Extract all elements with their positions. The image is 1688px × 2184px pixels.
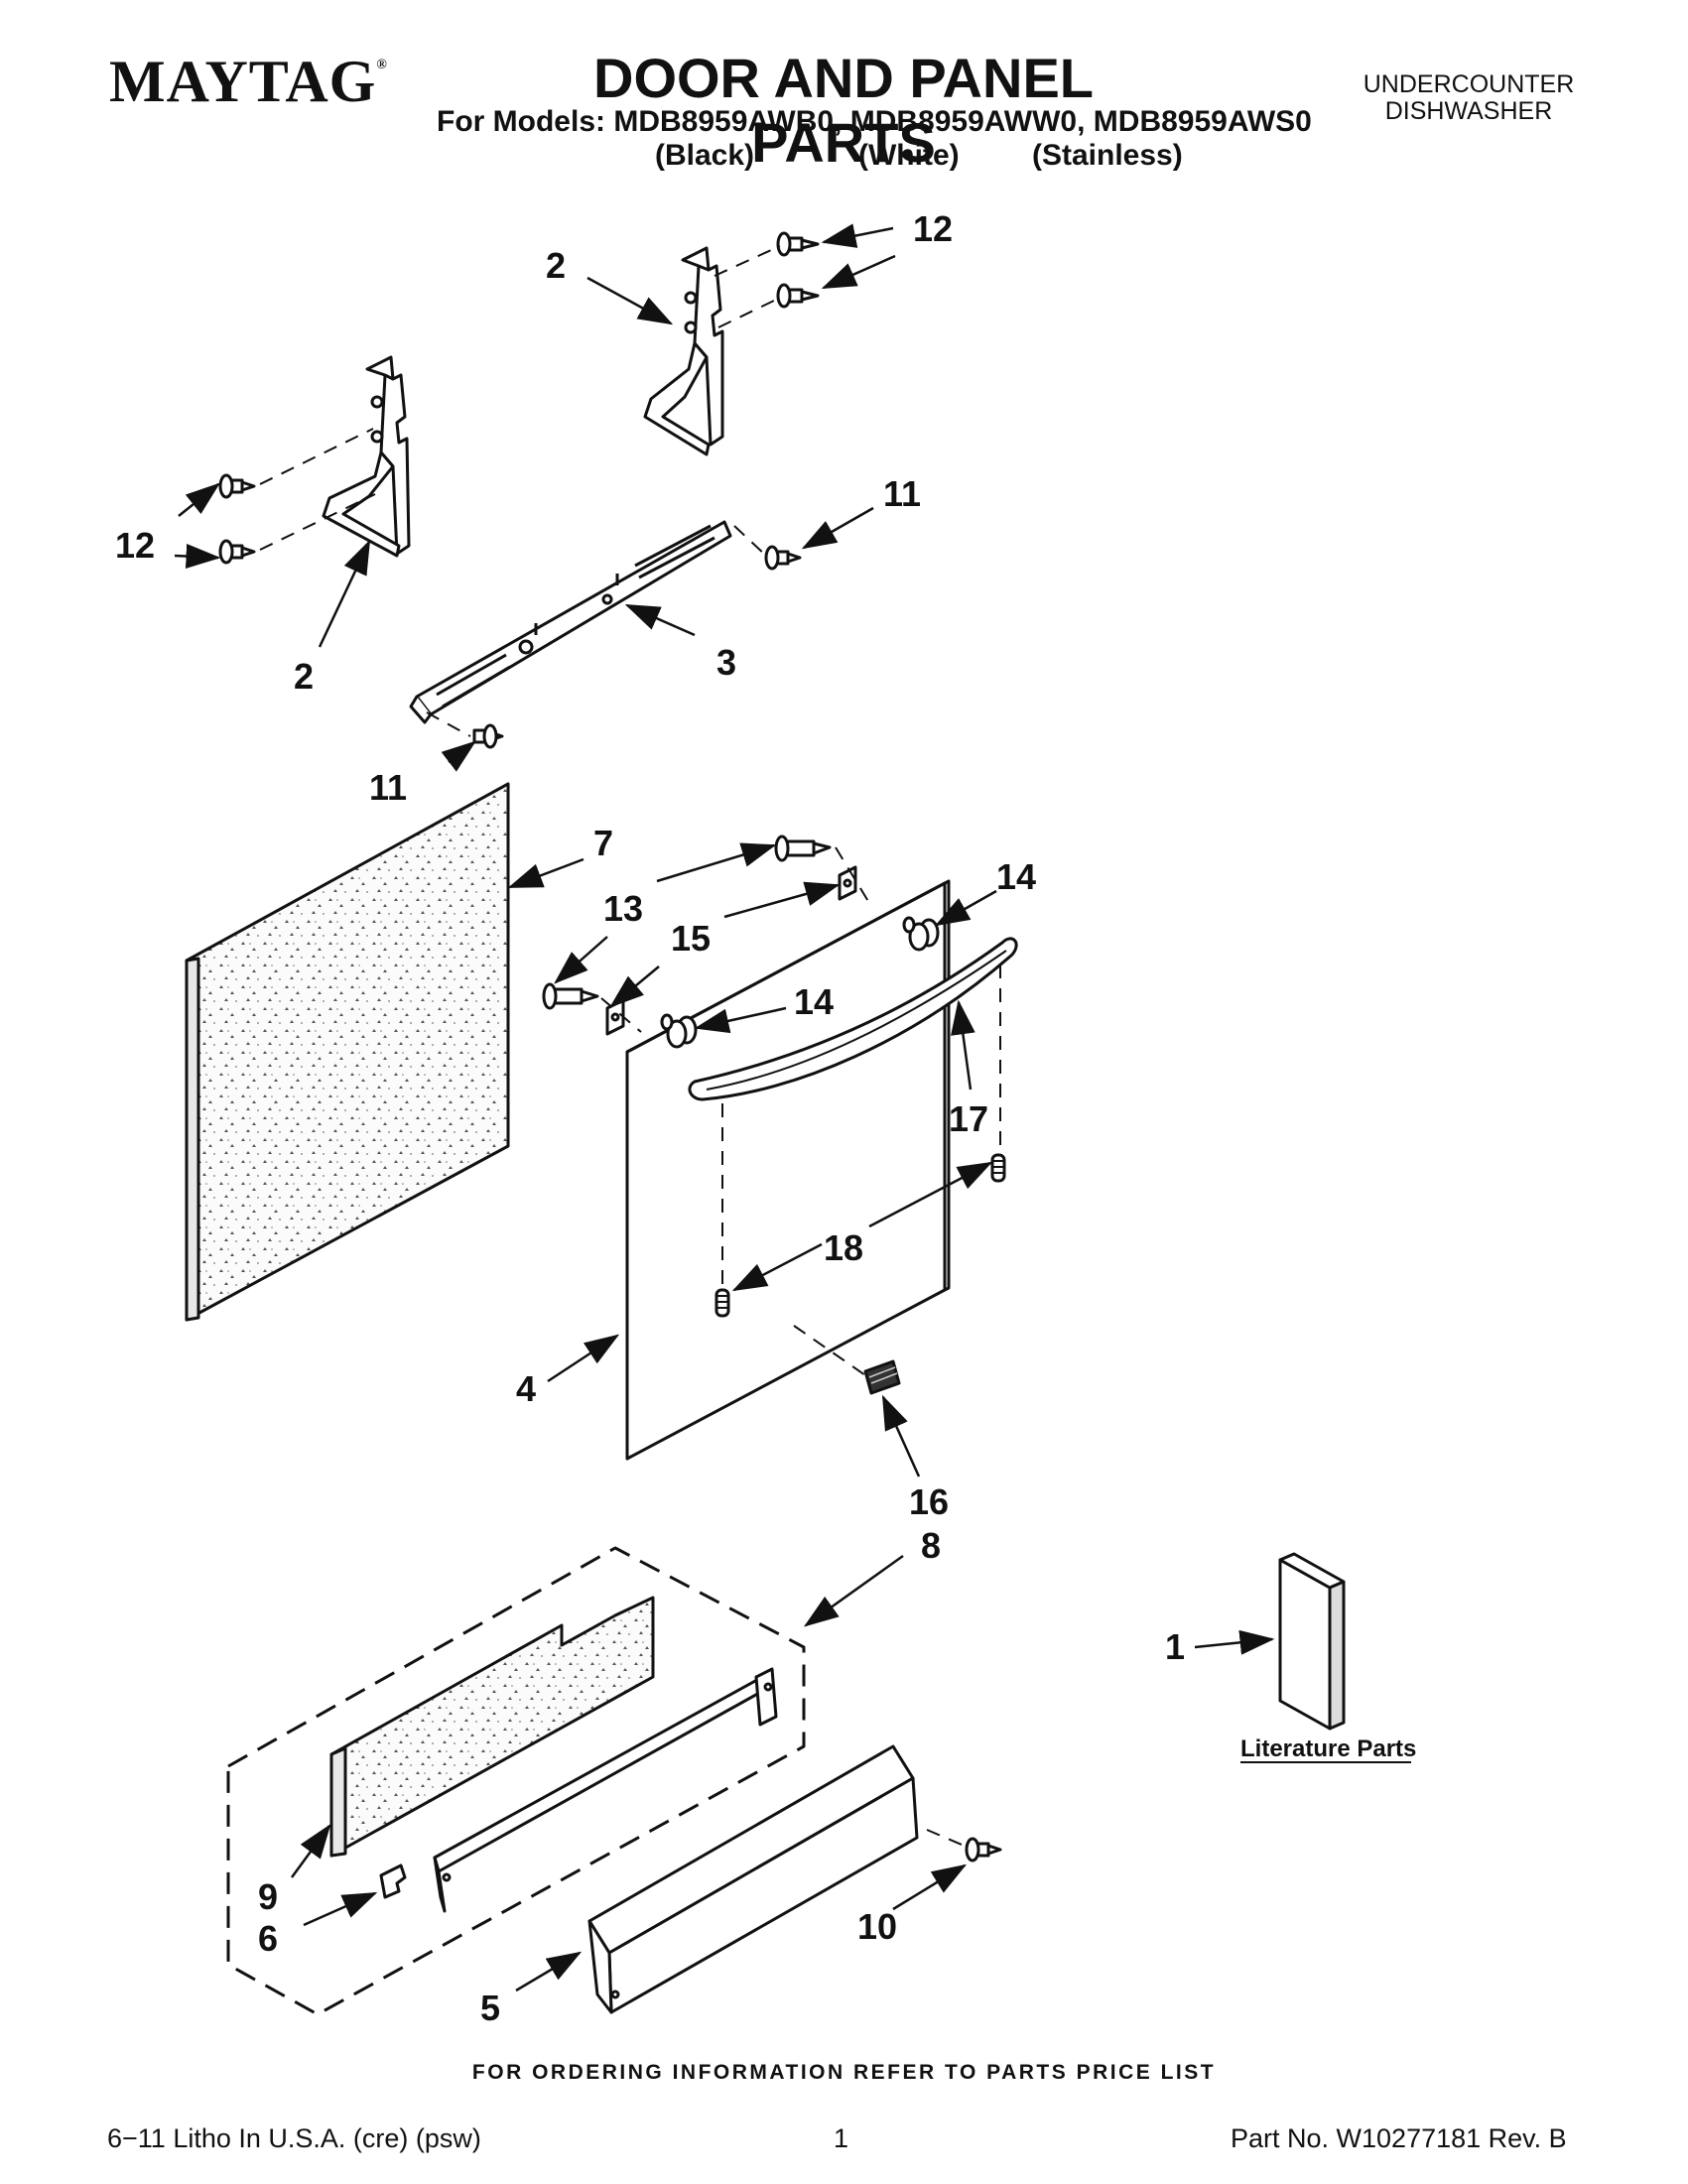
literature-parts-label: Literature Parts <box>1240 1735 1416 1762</box>
callout-16: 16 <box>909 1481 949 1522</box>
handle-standoff-right <box>902 916 940 952</box>
callout-4: 4 <box>516 1368 536 1409</box>
callout-15: 15 <box>671 918 711 959</box>
callout-7: 7 <box>593 823 613 863</box>
insert-18-left <box>714 1288 730 1318</box>
hinge-bracket-right <box>643 246 724 456</box>
litho-info: 6−11 Litho In U.S.A. (cre) (psw) <box>107 2123 481 2153</box>
screw-12-c <box>218 473 256 499</box>
door-badge <box>863 1359 901 1395</box>
variant-stainless: (Stainless) <box>1032 139 1183 172</box>
callout-12-top: 12 <box>913 208 953 249</box>
insert-18-right <box>990 1153 1006 1183</box>
callout-3: 3 <box>716 642 736 683</box>
callout-5: 5 <box>480 1988 500 2028</box>
callout-11-bottom: 11 <box>369 767 407 808</box>
toe-panel-clip <box>379 1863 407 1899</box>
screw-11-upper <box>764 545 802 571</box>
callout-18: 18 <box>824 1227 863 1268</box>
access-panel <box>587 1744 919 2014</box>
page-title: DOOR AND PANEL PARTS <box>593 47 1094 174</box>
brand-name: MAYTAG <box>109 49 377 114</box>
callout-14-left: 14 <box>794 981 834 1022</box>
door-panel <box>625 879 951 1461</box>
unit-type: UNDERCOUNTER DISHWASHER <box>1340 71 1598 125</box>
part-number: Part No. W10277181 Rev. B <box>1231 2123 1567 2153</box>
callout-8: 8 <box>921 1525 941 1566</box>
callout-2-top: 2 <box>546 245 566 286</box>
models-line: For Models: MDB8959AWB0, MDB8959AWW0, MD… <box>437 105 1312 138</box>
callout-14-right: 14 <box>996 856 1036 897</box>
callout-9: 9 <box>258 1876 278 1917</box>
callout-12-left: 12 <box>115 525 155 566</box>
alignment-lines <box>259 245 1001 1849</box>
registered-mark: ® <box>376 58 388 72</box>
callout-labels: 12 2 12 2 11 3 11 7 13 15 14 14 17 18 4 … <box>115 208 1185 2028</box>
screw-12-a <box>776 231 820 257</box>
screw-11-lower <box>472 723 504 749</box>
screw-12-d <box>218 539 256 565</box>
literature-booklet <box>1278 1552 1346 1731</box>
callout-6: 6 <box>258 1918 278 1959</box>
callout-11-top: 11 <box>883 473 921 514</box>
callout-13: 13 <box>603 888 643 929</box>
unit-type-line-1: UNDERCOUNTER <box>1363 70 1575 98</box>
unit-type-line-2: DISHWASHER <box>1384 97 1553 125</box>
door-insulation-panel <box>185 782 510 1322</box>
toe-panel-bracket <box>433 1667 778 1913</box>
callout-1: 1 <box>1165 1626 1185 1667</box>
mounting-rail <box>409 520 732 724</box>
variant-black: (Black) <box>655 139 755 172</box>
hinge-bracket-left <box>322 355 411 558</box>
screw-13-lower <box>542 982 599 1010</box>
callout-17: 17 <box>949 1098 988 1139</box>
ordering-note: FOR ORDERING INFORMATION REFER TO PARTS … <box>471 2061 1217 2084</box>
screw-10 <box>965 1837 1002 1863</box>
screw-13-upper <box>774 835 832 862</box>
toe-panel-assembly-outline <box>226 1546 806 2016</box>
door-handle <box>688 937 1018 1101</box>
leader-arrows <box>174 223 1275 1992</box>
screw-12-b <box>776 283 820 309</box>
clip-15-upper <box>838 865 857 901</box>
variant-white: (White) <box>858 139 960 172</box>
callout-2-left: 2 <box>294 656 314 697</box>
brand-logo: MAYTAG® <box>109 48 388 116</box>
callout-10: 10 <box>857 1906 897 1947</box>
toe-panel-insulation <box>329 1596 655 1858</box>
model-variants: (Black) (White) (Stainless) <box>655 139 1183 173</box>
page-number: 1 <box>834 2123 849 2153</box>
